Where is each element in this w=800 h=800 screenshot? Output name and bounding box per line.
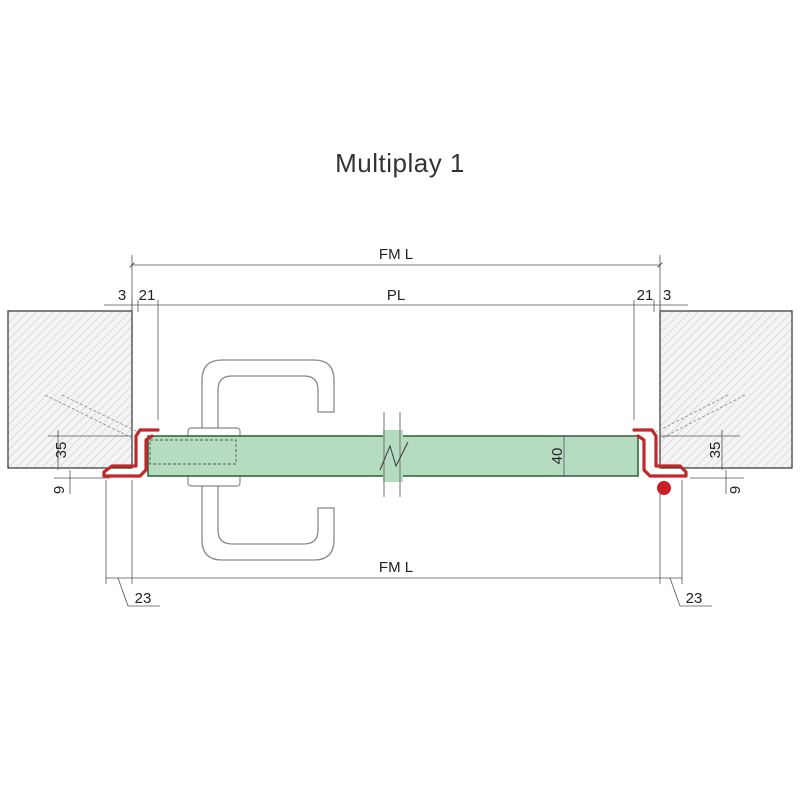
label-pl: PL [387,287,405,304]
dim-fml-bottom [105,480,683,584]
label-fml-top: FM L [379,246,413,263]
swing-lines-left [44,394,139,439]
label-fml-bottom: FM L [379,559,413,576]
wall-right [659,310,793,469]
label-gap-right: 3 [663,287,671,304]
wall-left [7,310,133,469]
hinge-pin [657,481,671,495]
label-gap-left: 3 [118,287,126,304]
label-jamb-left: 23 [135,590,152,607]
label-rebate-left: 35 [53,442,70,459]
dim-pl [104,300,688,420]
label-jamb-right: 23 [686,590,703,607]
dim-jamb-left [117,577,160,607]
label-offset-left: 9 [51,486,68,494]
swing-lines-right [655,394,746,439]
dim-rebate-right [660,430,740,470]
break-symbol [379,412,409,497]
label-frame-left: 21 [139,287,156,304]
lock-case [149,439,237,465]
label-offset-right: 9 [727,486,744,494]
dim-jamb-right [669,577,712,607]
frame-profile-right [632,428,688,478]
dim-rebate-left [48,430,132,470]
dim-leaf-thickness [558,435,638,477]
dim-offset-right [690,470,744,494]
label-leaf-thickness: 40 [549,448,566,465]
label-rebate-right: 35 [707,442,724,459]
frame-profile-left [102,428,160,478]
label-frame-right: 21 [637,287,654,304]
diagram-title: Multiplay 1 [335,148,465,178]
dim-offset-left [54,470,110,494]
